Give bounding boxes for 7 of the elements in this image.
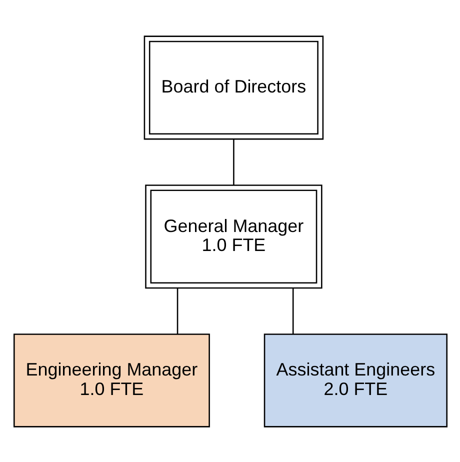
connector (232, 138, 234, 185)
node-box: Board of Directors (143, 35, 324, 140)
connector (176, 288, 178, 334)
node-box: Assistant Engineers 2.0 FTE (263, 333, 447, 427)
node-box: General Manager 1.0 FTE (144, 184, 322, 288)
node-box: Engineering Manager 1.0 FTE (13, 333, 210, 427)
connector (292, 288, 294, 334)
